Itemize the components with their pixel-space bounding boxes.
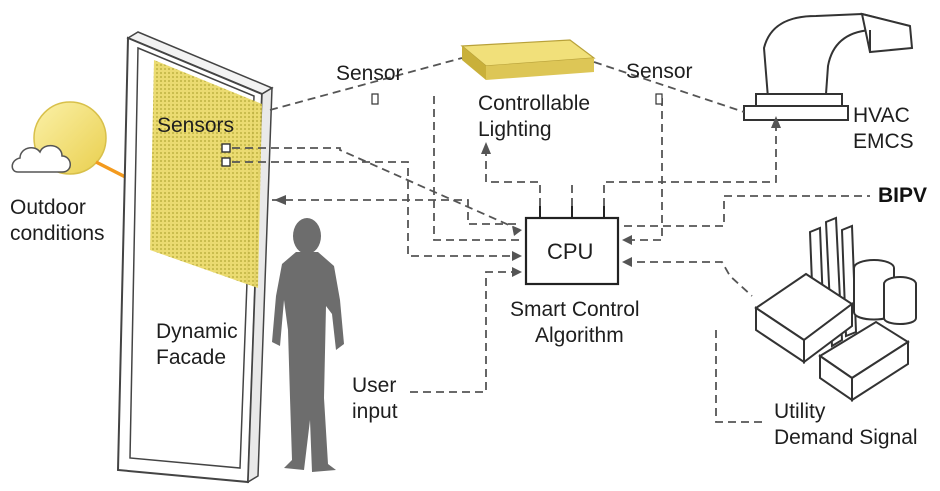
- hvac-duct-icon: [743, 12, 914, 121]
- label-algorithm-1: Smart Control: [510, 298, 640, 321]
- label-lighting-1: Controllable: [478, 92, 591, 115]
- person-silhouette: [272, 218, 344, 472]
- label-lighting-2: Lighting: [478, 118, 552, 141]
- label-user-1: User: [352, 374, 397, 397]
- facade-sensor-2: [221, 157, 231, 167]
- label-cpu: CPU: [547, 239, 594, 264]
- label-facade-1: Dynamic: [156, 320, 238, 343]
- label-bipv: BIPV: [878, 184, 928, 207]
- label-user-2: input: [352, 400, 398, 423]
- sensor-marker-right: [655, 93, 663, 105]
- utility-plant-icon: [754, 216, 917, 402]
- dynamic-facade: [116, 31, 274, 484]
- label-utility-1: Utility: [774, 400, 826, 423]
- signal-lines: [232, 57, 870, 423]
- label-algorithm-2: Algorithm: [535, 324, 624, 347]
- label-outdoor-1: Outdoor: [10, 196, 86, 219]
- label-sensors: Sensors: [157, 114, 235, 137]
- cloud-icon: [11, 144, 71, 173]
- sensor-marker-left: [371, 93, 379, 105]
- label-sensor-left: Sensor: [336, 62, 403, 85]
- label-sensor-right: Sensor: [626, 60, 693, 83]
- facade-sensor-1: [221, 143, 231, 153]
- label-outdoor-2: conditions: [10, 222, 105, 245]
- label-hvac-1: HVAC: [853, 104, 910, 127]
- cpu-box: [524, 216, 620, 286]
- label-facade-2: Facade: [156, 346, 227, 369]
- lighting-fixture-icon: [460, 39, 596, 80]
- label-hvac-2: EMCS: [853, 130, 914, 153]
- facade-glazing: [150, 60, 262, 288]
- label-utility-2: Demand Signal: [774, 426, 918, 449]
